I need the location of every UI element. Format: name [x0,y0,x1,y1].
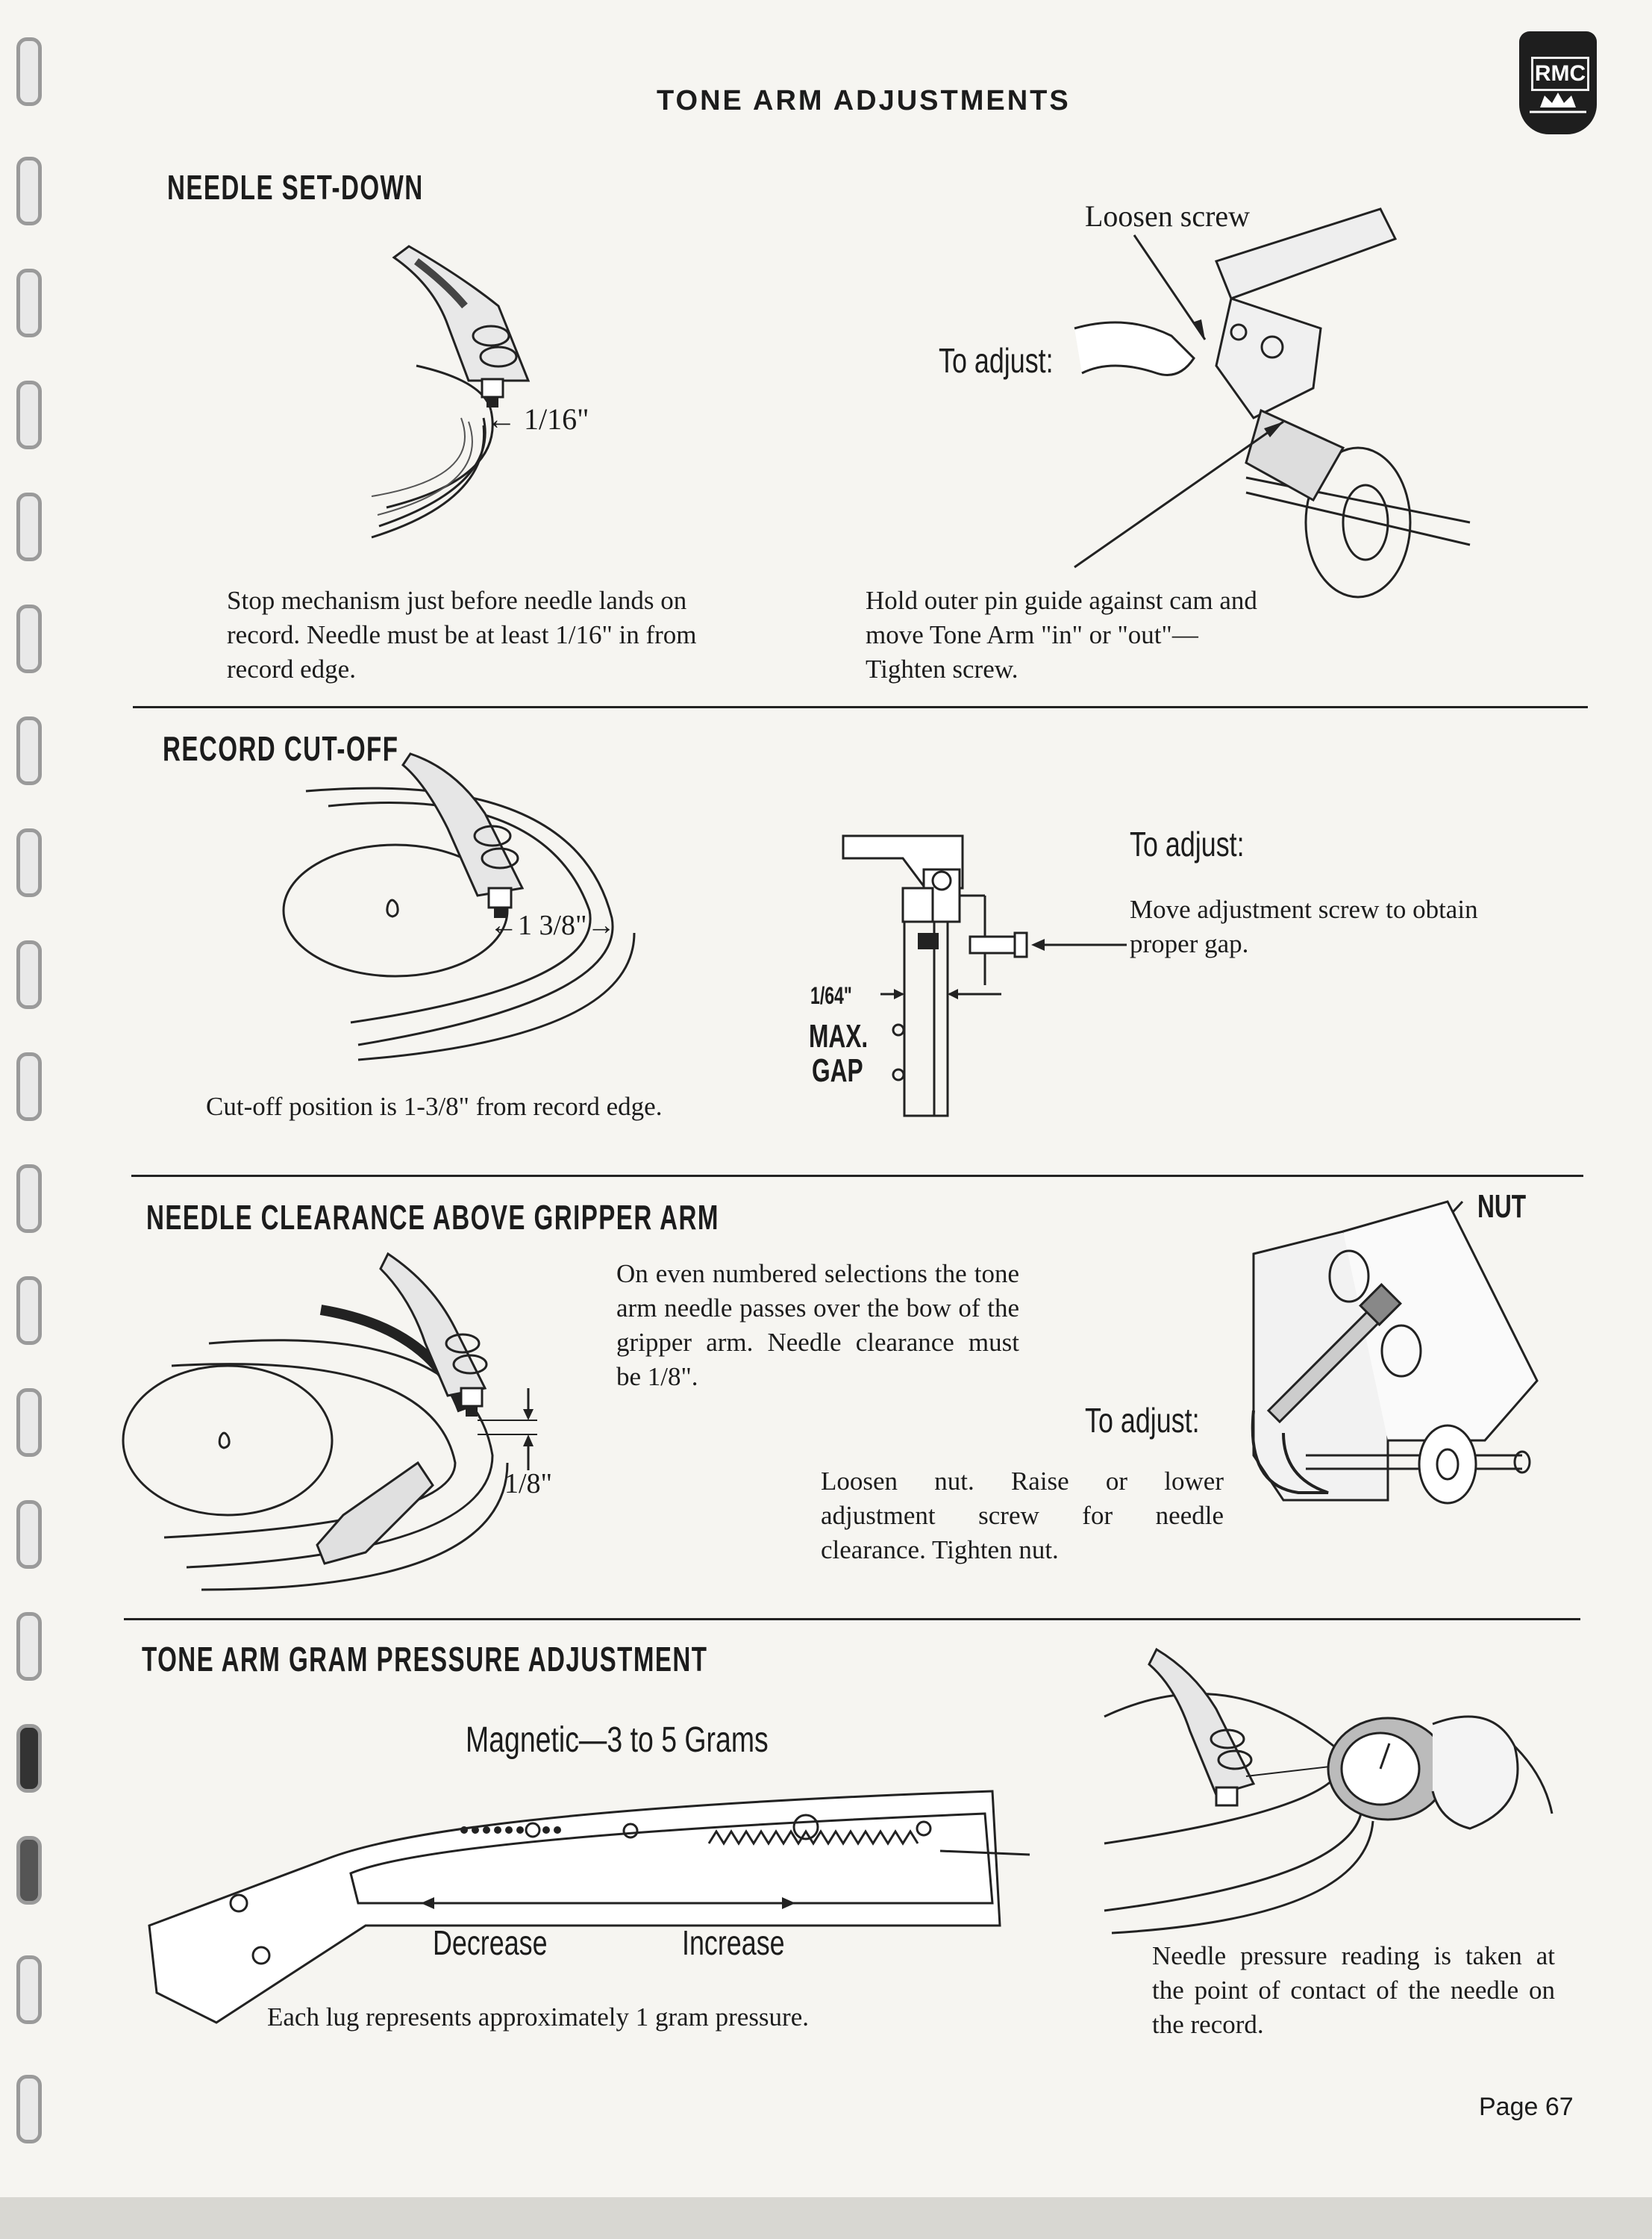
cutoff-heading: RECORD CUT-OFF [163,729,399,768]
loosen-screw-label: Loosen screw [1085,199,1251,233]
cutoff-gap-mechanism-diagram [836,828,1104,1127]
binder-hole [16,157,42,225]
clearance-record-diagram [119,1239,597,1597]
cutoff-dimension: ←1 3/8"→ [489,910,616,941]
binder-hole [16,37,42,106]
reading-caption: Needle pressure reading is taken at the … [1152,1941,1555,2039]
hold-pin-guide-caption: Hold outer pin guide against cam and mov… [866,586,1257,684]
set-down-to-adjust: To adjust: [939,341,1054,380]
cutoff-caption: Cut-off position is 1-3/8" from record e… [206,1092,663,1121]
cutoff-adjust-text: Move adjustment screw to obtain proper g… [1130,895,1478,958]
binder-hole [16,1500,42,1569]
pin-guide-mechanism-diagram [1067,194,1485,612]
binder-hole [16,1612,42,1681]
pressure-gauge-diagram [1097,1634,1559,1963]
set-down-record-diagram [357,231,625,560]
gap-gap-label: GAP [812,1052,863,1089]
tone-arm-pressure-diagram [142,1776,1045,2023]
page-number: Page 67 [1479,2093,1574,2121]
increase-label: Increase [682,1923,785,1962]
binder-hole [16,828,42,897]
binder-hole [16,1164,42,1233]
binder-hole [16,493,42,561]
binder-hole [16,1052,42,1121]
binder-hole [16,2075,42,2143]
rmc-logo: RMC [1519,31,1597,134]
gap-max-label: MAX. [809,1018,869,1055]
nut-adjustment-diagram [1239,1187,1552,1500]
clearance-dimension: 1/8" [504,1468,553,1499]
set-down-caption: Stop mechanism just before needle lands … [227,586,697,684]
binder-hole [16,716,42,785]
binder-hole [16,1955,42,2024]
pressure-heading: TONE ARM GRAM PRESSURE ADJUSTMENT [142,1640,708,1679]
set-down-heading: NEEDLE SET-DOWN [167,168,424,207]
crown-icon [1519,93,1597,134]
cutoff-record-diagram [276,739,679,1082]
scan-bottom-edge [0,2197,1652,2239]
section-divider [133,706,1588,708]
binder-hole [16,1276,42,1345]
binder-hole [16,269,42,337]
lug-caption: Each lug represents approximately 1 gram… [267,2002,809,2032]
cutoff-to-adjust: To adjust: [1130,825,1245,864]
clearance-to-adjust: To adjust: [1085,1401,1200,1440]
binder-hole [16,381,42,449]
page-title: TONE ARM ADJUSTMENTS [657,85,1071,116]
set-down-dimension: ← 1/16" [486,402,589,436]
clearance-text: On even numbered selections the tone arm… [616,1259,1019,1391]
nut-label: NUT [1477,1188,1527,1225]
gap-fraction-label: 1/64" [810,982,852,1009]
decrease-label: Decrease [433,1923,548,1962]
section-divider [131,1175,1583,1177]
section-divider [124,1618,1580,1620]
binder-hole [16,605,42,673]
logo-text: RMC [1531,57,1589,91]
pressure-subtitle: Magnetic—3 to 5 Grams [466,1720,769,1760]
clearance-adjust-text: Loosen nut. Raise or lower adjustment sc… [821,1467,1224,1564]
binder-hole [16,940,42,1009]
binder-hole [16,1724,42,1793]
binder-hole [16,1388,42,1457]
clearance-heading: NEEDLE CLEARANCE ABOVE GRIPPER ARM [146,1198,719,1237]
binder-hole [16,1836,42,1905]
